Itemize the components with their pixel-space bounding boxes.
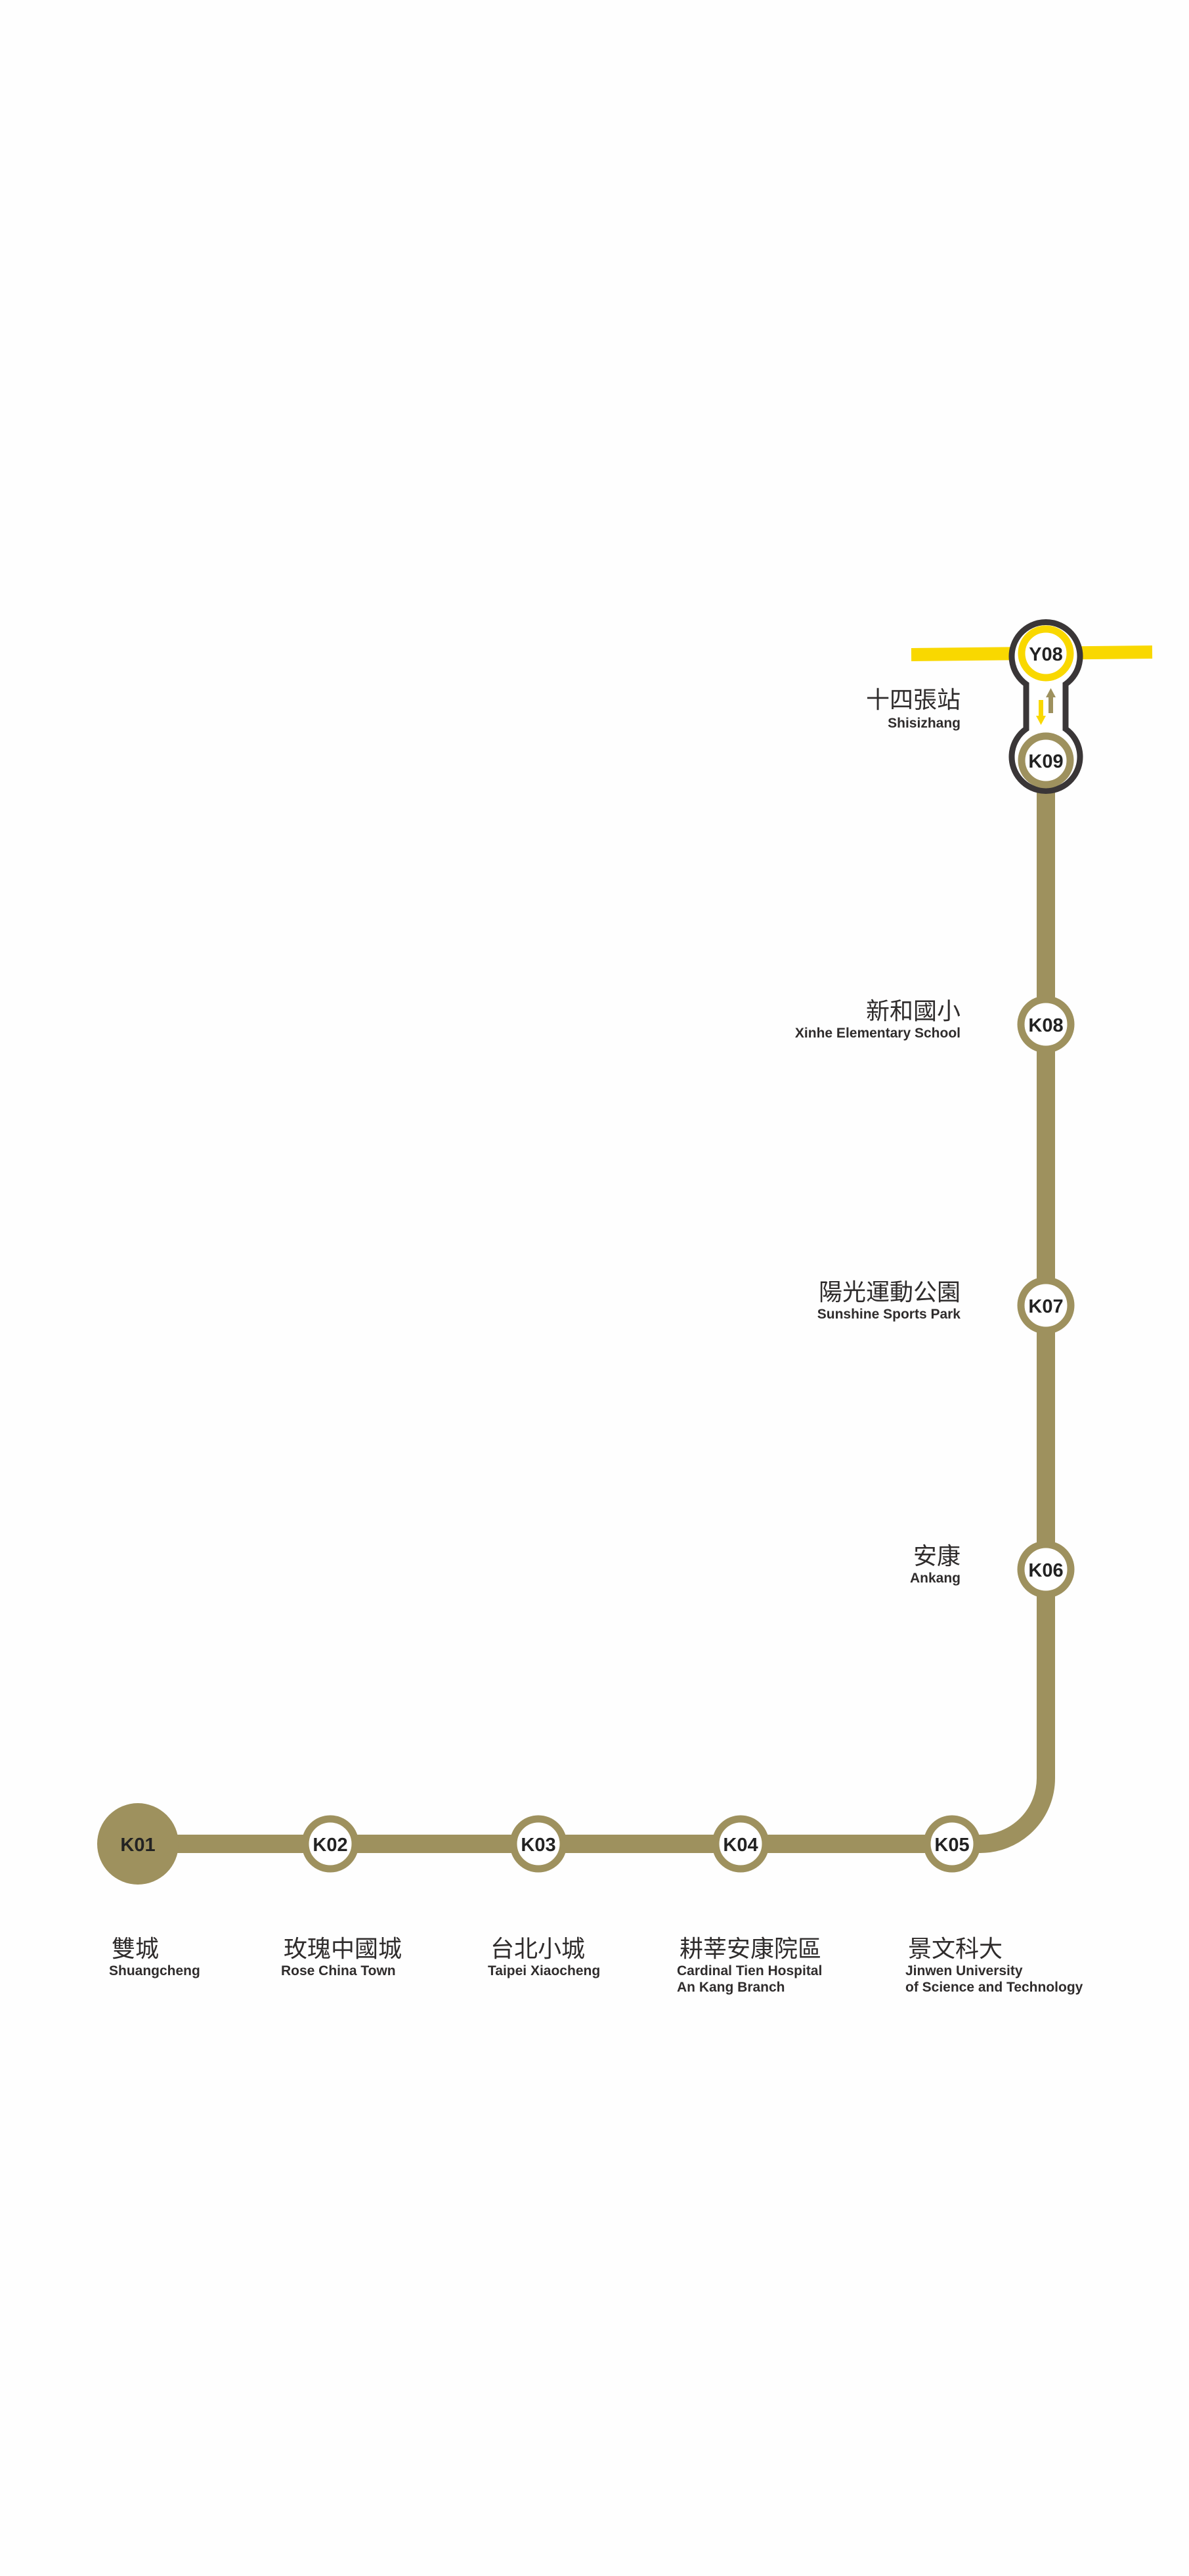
station-code-K09: K09: [1028, 751, 1063, 772]
transfer-arrows-icon: [1036, 688, 1056, 725]
station-marker-K08[interactable]: [1017, 995, 1075, 1053]
station-name-zh: 耕莘安康院區: [680, 1936, 821, 1963]
station-name-en: Sunshine Sports Park: [817, 1307, 961, 1322]
station-name-zh: 景文科大: [908, 1936, 1003, 1963]
station-name-en: Ankang: [910, 1571, 961, 1586]
station-name-en: Jinwen University: [905, 1963, 1023, 1978]
station-name-en: Rose China Town: [281, 1963, 396, 1978]
station-marker-K05[interactable]: [923, 1815, 981, 1873]
station-name-zh: 雙城: [112, 1936, 159, 1963]
station-name-zh: 陽光運動公園: [819, 1279, 961, 1306]
interchange-shisizhang[interactable]: Y08 K09 十四張站 Shisizhang: [866, 619, 1083, 794]
station-marker-Y08[interactable]: [1018, 625, 1074, 682]
station-code-Y08: Y08: [1029, 644, 1063, 665]
station-marker-K09[interactable]: [1018, 732, 1074, 789]
station-code: K02: [313, 1835, 347, 1856]
station-name-en: An Kang Branch: [677, 1980, 785, 1995]
station-name-en: Xinhe Elementary School: [795, 1026, 961, 1041]
station-name-en: Shuangcheng: [109, 1963, 200, 1978]
k-line: [138, 762, 1055, 1853]
station-marker-K06[interactable]: [1017, 1540, 1075, 1598]
station-name-zh: 十四張站: [866, 687, 961, 714]
station-code: K06: [1028, 1560, 1063, 1581]
station-name-zh: 安康: [913, 1543, 961, 1570]
station-code: K03: [521, 1835, 555, 1856]
station-marker-K02[interactable]: [301, 1815, 359, 1873]
station-name-zh: 玫瑰中國城: [284, 1936, 402, 1963]
station-name-en: of Science and Technology: [905, 1980, 1083, 1995]
station-name-zh: 新和國小: [866, 998, 961, 1025]
station-marker-K07[interactable]: [1017, 1277, 1075, 1334]
station-name-en: Taipei Xiaocheng: [488, 1963, 600, 1978]
station-code: K07: [1028, 1296, 1063, 1317]
station-marker-K01[interactable]: [97, 1803, 179, 1885]
station-code: K04: [723, 1835, 758, 1856]
station-code: K01: [120, 1835, 155, 1856]
station-marker-K04[interactable]: [712, 1815, 769, 1873]
station-name-en: Cardinal Tien Hospital: [677, 1963, 822, 1978]
station-name-zh: 台北小城: [490, 1936, 585, 1963]
station-code: K05: [934, 1835, 969, 1856]
station-marker-K03[interactable]: [509, 1815, 567, 1873]
station-name-en: Shisizhang: [888, 716, 961, 731]
station-code: K08: [1028, 1015, 1063, 1036]
